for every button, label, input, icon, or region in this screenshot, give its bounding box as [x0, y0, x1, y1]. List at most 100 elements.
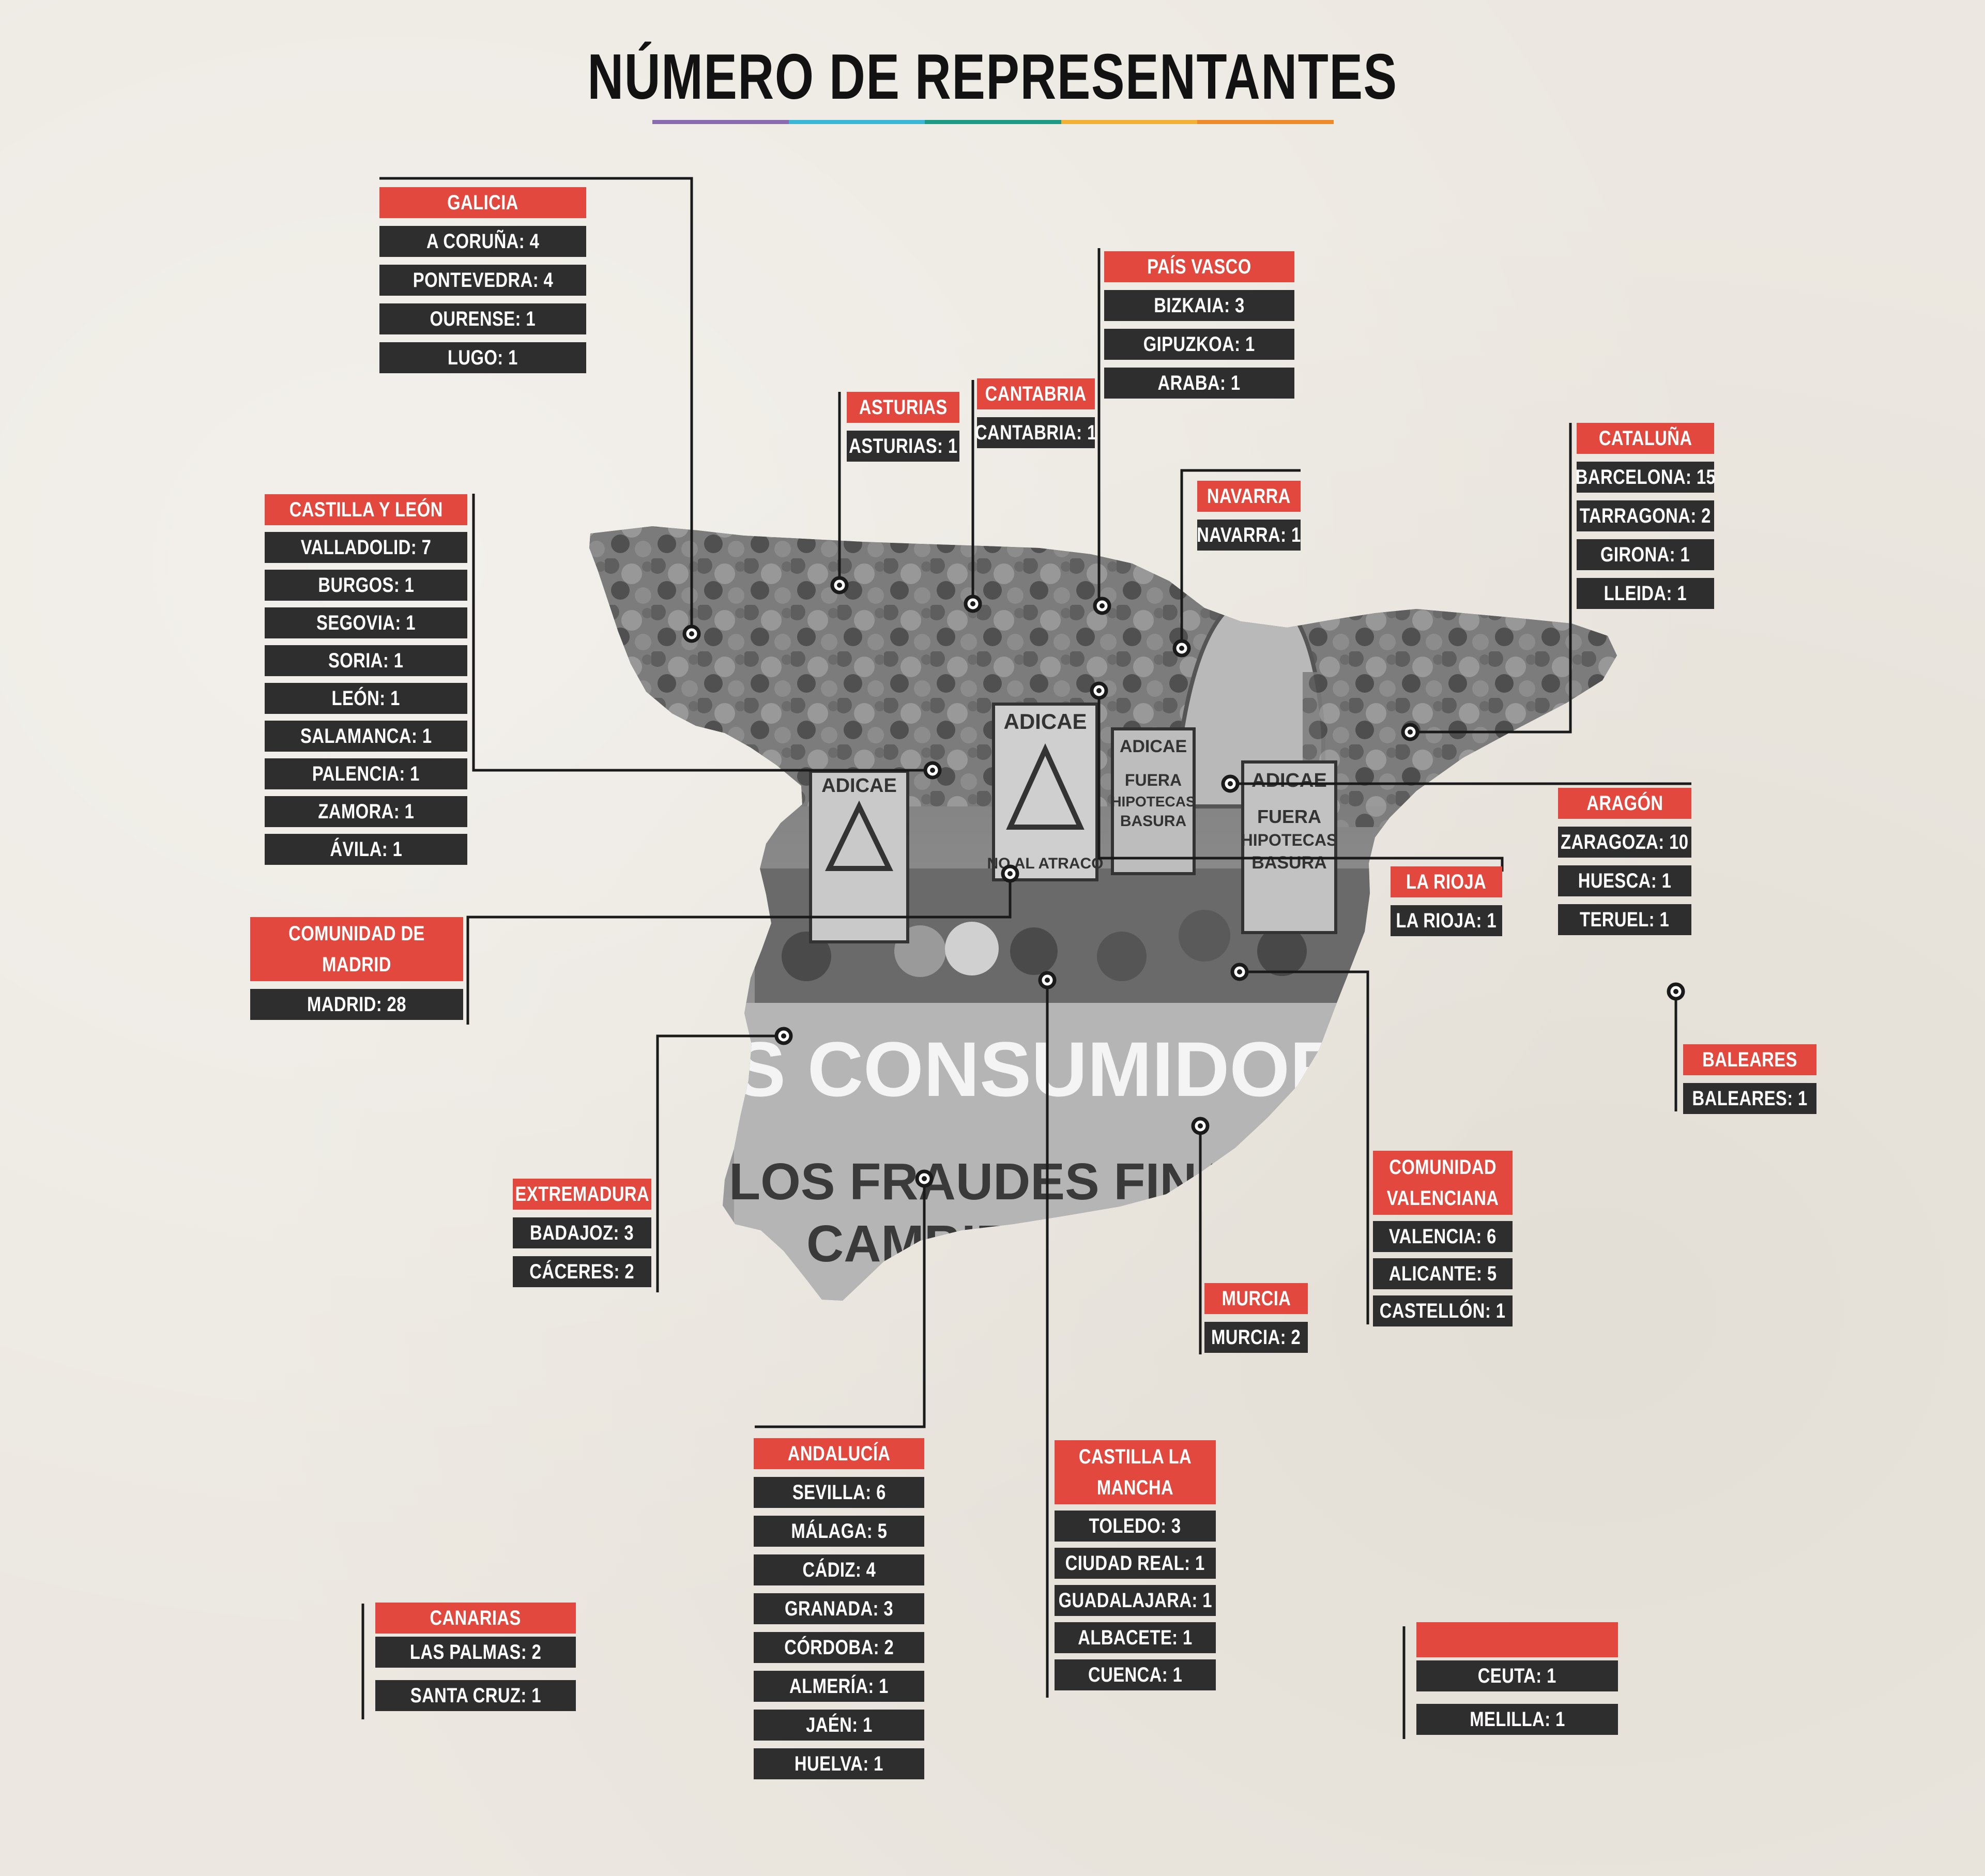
province-row: BADAJOZ: 3	[513, 1217, 651, 1248]
svg-text:FUERA: FUERA	[1257, 806, 1321, 827]
province-row: GRANADA: 3	[754, 1593, 924, 1624]
region-ceuta-melilla: CEUTA: 1 MELILLA: 1	[1416, 1622, 1618, 1735]
location-dot-extremadura	[774, 1027, 793, 1045]
province-row: LLEIDA: 1	[1577, 578, 1714, 609]
svg-text:HIPOTECAS: HIPOTECAS	[1111, 794, 1195, 810]
leader-line-andalucia	[755, 1179, 926, 1428]
protest-sign: ADICAE FUERA HIPOTECAS BASURA	[1111, 727, 1196, 875]
province-row: SANTA CRUZ: 1	[375, 1680, 576, 1711]
svg-text:BASURA: BASURA	[1120, 813, 1186, 830]
region-canarias: CANARIAS LAS PALMAS: 2 SANTA CRUZ: 1	[375, 1603, 576, 1711]
location-dot-baleares	[1667, 982, 1685, 1001]
leader-line-galicia	[379, 177, 693, 634]
region-murcia: MURCIA MURCIA: 2	[1204, 1283, 1308, 1353]
region-galicia: GALICIA A CORUÑA: 4 PONTEVEDRA: 4 OURENS…	[379, 187, 586, 373]
region-cantabria: CANTABRIA CANTABRIA: 1	[975, 378, 1096, 448]
region-header: ASTURIAS	[847, 392, 959, 423]
province-row: LA RIOJA: 1	[1391, 905, 1502, 936]
province-row: ALBACETE: 1	[1055, 1622, 1216, 1653]
location-dot-andalucia	[915, 1169, 934, 1188]
province-row: BIZKAIA: 3	[1104, 290, 1294, 321]
province-row: CEUTA: 1	[1416, 1660, 1618, 1691]
location-dot-valenciana	[1230, 963, 1249, 981]
region-header: ANDALUCÍA	[754, 1438, 924, 1469]
province-row: SALAMANCA: 1	[265, 721, 467, 752]
region-header	[1416, 1622, 1618, 1657]
region-header: BALEARES	[1683, 1044, 1816, 1075]
svg-text:FUERA: FUERA	[1125, 771, 1182, 789]
page-title: NÚMERO DE REPRESENTANTES	[587, 41, 1398, 113]
province-row: LUGO: 1	[379, 342, 586, 373]
rule-segment	[652, 120, 789, 124]
province-row: ALMERÍA: 1	[754, 1671, 924, 1702]
region-header: CANARIAS	[375, 1603, 576, 1634]
rule-segment	[1061, 120, 1198, 124]
svg-text:ADICAE: ADICAE	[1003, 709, 1087, 734]
province-row: BARCELONA: 15	[1575, 462, 1715, 493]
province-row: GIPUZKOA: 1	[1104, 329, 1294, 360]
leader-line-la-rioja	[1097, 693, 1504, 872]
location-dot-asturias	[830, 576, 849, 594]
protest-sign: ADICAE FUERA HIPOTECAS BASURA	[1241, 760, 1338, 934]
svg-text:HIPOTECAS: HIPOTECAS	[1241, 831, 1338, 849]
province-row: BURGOS: 1	[265, 570, 467, 601]
province-row: PALENCIA: 1	[265, 758, 467, 789]
region-baleares: BALEARES BALEARES: 1	[1683, 1044, 1816, 1114]
leader-line-cataluna	[1410, 423, 1572, 734]
region-header: LA RIOJA	[1391, 866, 1502, 897]
province-row: NAVARRA: 1	[1197, 520, 1301, 551]
leader-line-valenciana	[1240, 970, 1369, 1324]
region-pais-vasco: PAÍS VASCO BIZKAIA: 3 GIPUZKOA: 1 ARABA:…	[1104, 251, 1294, 399]
title-color-rule	[652, 120, 1334, 124]
province-row: ARABA: 1	[1104, 368, 1294, 399]
region-header: CATALUÑA	[1577, 423, 1714, 454]
province-row: HUELVA: 1	[754, 1748, 924, 1779]
province-row: ASTURIAS: 1	[847, 431, 959, 462]
banner-line: LOS FRAUDES FINANCIEROS	[729, 1153, 1470, 1211]
province-row: CANTABRIA: 1	[975, 417, 1096, 448]
rule-segment	[788, 120, 925, 124]
region-madrid: COMUNIDAD DE MADRID MADRID: 28	[250, 917, 463, 1020]
protest-sign: ADICAE NO AL ATRACO	[987, 703, 1104, 881]
region-header: PAÍS VASCO	[1104, 251, 1294, 282]
region-header: GALICIA	[379, 187, 586, 218]
province-row: HUESCA: 1	[1558, 865, 1691, 896]
location-dot-cantabria	[964, 594, 982, 613]
location-dot-pais-vasco	[1093, 597, 1111, 615]
banner-line: S CONSUMIDORES	[734, 1026, 1449, 1112]
province-row: LAS PALMAS: 2	[375, 1637, 576, 1668]
province-row: PONTEVEDRA: 4	[379, 265, 586, 296]
region-header: CASTILLA LA MANCHA	[1055, 1440, 1216, 1504]
region-header: ARAGÓN	[1558, 788, 1691, 819]
province-row: TERUEL: 1	[1558, 904, 1691, 935]
region-navarra: NAVARRA NAVARRA: 1	[1197, 481, 1301, 551]
region-cataluna: CATALUÑA BARCELONA: 15 TARRAGONA: 2 GIRO…	[1575, 423, 1715, 609]
province-row: SEGOVIA: 1	[265, 607, 467, 638]
region-la-rioja: LA RIOJA LA RIOJA: 1	[1391, 866, 1502, 936]
province-row: ALICANTE: 5	[1373, 1258, 1513, 1289]
province-row: VALENCIA: 6	[1373, 1221, 1513, 1252]
province-row: SEVILLA: 6	[754, 1477, 924, 1508]
province-row: BALEARES: 1	[1683, 1083, 1816, 1114]
location-dot-navarra	[1172, 639, 1191, 658]
province-row: ÁVILA: 1	[265, 834, 467, 865]
province-row: VALLADOLID: 7	[265, 532, 467, 563]
province-row: ZARAGOZA: 10	[1558, 827, 1691, 858]
region-header: CASTILLA Y LEÓN	[265, 494, 467, 525]
location-dot-la-rioja	[1090, 681, 1108, 700]
svg-text:ADICAE: ADICAE	[821, 775, 897, 797]
leader-line-castilla-leon	[472, 494, 933, 772]
region-header: COMUNIDAD DE MADRID	[250, 917, 463, 981]
province-row: ZAMORA: 1	[265, 796, 467, 827]
province-row: SORIA: 1	[265, 645, 467, 676]
region-header: COMUNIDAD VALENCIANA	[1373, 1151, 1513, 1215]
province-row: GUADALAJARA: 1	[1055, 1585, 1216, 1616]
province-row: MELILLA: 1	[1416, 1704, 1618, 1735]
province-row: MADRID: 28	[250, 989, 463, 1020]
location-dot-madrid	[1001, 864, 1019, 883]
location-dot-aragon	[1221, 774, 1240, 793]
region-castilla-leon: CASTILLA Y LEÓN VALLADOLID: 7 BURGOS: 1 …	[265, 494, 467, 865]
region-header: MURCIA	[1204, 1283, 1308, 1314]
region-valenciana: COMUNIDAD VALENCIANA VALENCIA: 6 ALICANT…	[1373, 1151, 1513, 1326]
province-row: TARRAGONA: 2	[1577, 500, 1714, 531]
